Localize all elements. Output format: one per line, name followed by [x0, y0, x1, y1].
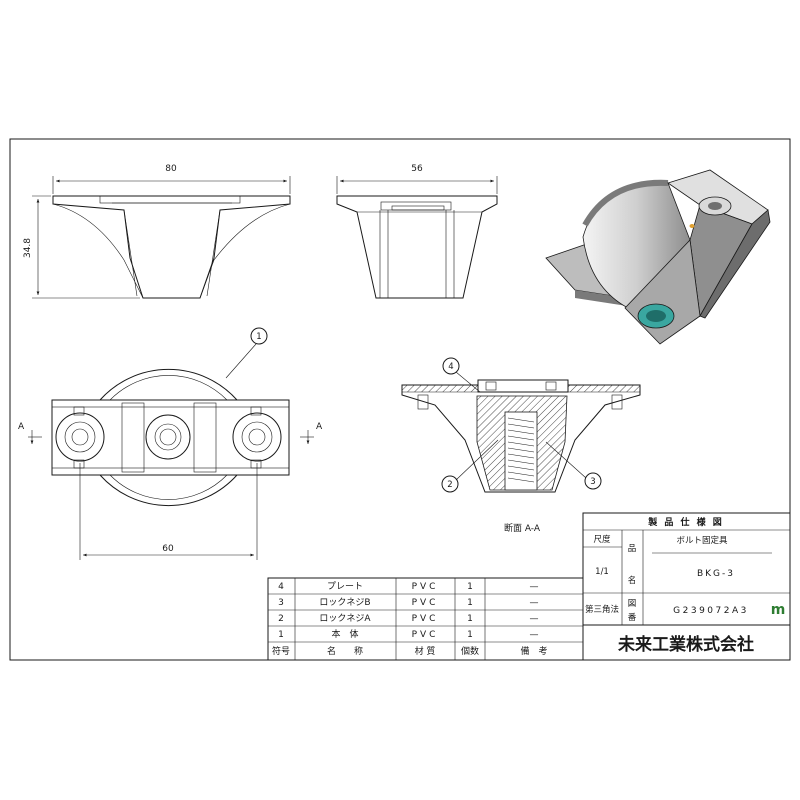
section-view: 4 2 3 断面 A-A [401, 357, 641, 534]
part-row-4-qty: 1 [467, 630, 473, 640]
header-qty: 個数 [461, 645, 479, 657]
header-material: 材 質 [415, 645, 436, 657]
part-row-1-material: PVC [412, 582, 439, 592]
part-row-4-note: — [530, 630, 539, 640]
part-row-3-note: — [530, 614, 539, 624]
section-mark-left: A [18, 422, 25, 432]
drawing-number: G239072A3 [673, 606, 749, 616]
company-logo-mark: m [771, 602, 786, 618]
side-view: 56 [336, 164, 498, 299]
section-label: 断面 A-A [504, 522, 541, 534]
part-row-3-no: 2 [278, 614, 284, 624]
part-row-3-qty: 1 [467, 614, 473, 624]
part-row-4-name: 本 体 [331, 628, 358, 640]
part-row-3-name: ロックネジA [319, 613, 371, 624]
projection-label: 第三角法 [585, 604, 619, 615]
header-no: 符号 [272, 645, 290, 657]
scale-label: 尺度 [593, 534, 611, 545]
balloon-3: 3 [590, 477, 595, 487]
front-view: 80 34.8 [23, 164, 291, 299]
part-row-4-no: 1 [278, 630, 284, 640]
company-name: 未来工業株式会社 [617, 634, 754, 655]
front-width-dim: 80 [165, 164, 177, 174]
part-row-2-material: PVC [412, 598, 439, 608]
scale-value: 1/1 [595, 567, 609, 577]
name-label-2: 名 [628, 575, 637, 586]
spring-coil [507, 417, 535, 483]
front-height-dim: 34.8 [23, 238, 33, 258]
number-label-1: 図 [628, 599, 637, 609]
part-row-1-qty: 1 [467, 582, 473, 592]
balloon-2: 2 [447, 480, 452, 490]
top-bottom-dim: 60 [162, 544, 174, 554]
part-row-2-note: — [530, 598, 539, 608]
title-block: 製 品 仕 様 図 尺度 1/1 第三角法 品 名 図 番 ボルト固定具 BKG… [582, 512, 791, 661]
part-row-3-material: PVC [412, 614, 439, 624]
part-row-2-no: 3 [278, 598, 284, 608]
iso-render-image [545, 169, 771, 345]
balloon-1: 1 [256, 332, 261, 342]
top-view: A A 1 60 [18, 327, 323, 560]
name-label-1: 品 [628, 544, 637, 554]
part-row-2-name: ロックネジB [319, 597, 370, 608]
part-row-4-material: PVC [412, 630, 439, 640]
part-row-2-qty: 1 [467, 598, 473, 608]
model-number: BKG-3 [697, 569, 735, 579]
balloon-4: 4 [448, 362, 453, 372]
side-width-dim: 56 [411, 164, 423, 174]
part-row-1-name: プレート [327, 581, 363, 592]
header-name: 名 称 [327, 645, 363, 657]
part-row-1-no: 4 [278, 582, 284, 592]
section-mark-right: A [316, 422, 323, 432]
title-block-title: 製 品 仕 様 図 [647, 516, 724, 528]
product-name: ボルト固定具 [676, 535, 728, 546]
parts-list-table: 4 プレート PVC 1 — 3 ロックネジB PVC 1 — 2 ロックネジA… [267, 577, 584, 661]
header-note: 備 考 [520, 645, 547, 657]
part-row-1-note: — [530, 582, 539, 592]
number-label-2: 番 [628, 612, 637, 623]
